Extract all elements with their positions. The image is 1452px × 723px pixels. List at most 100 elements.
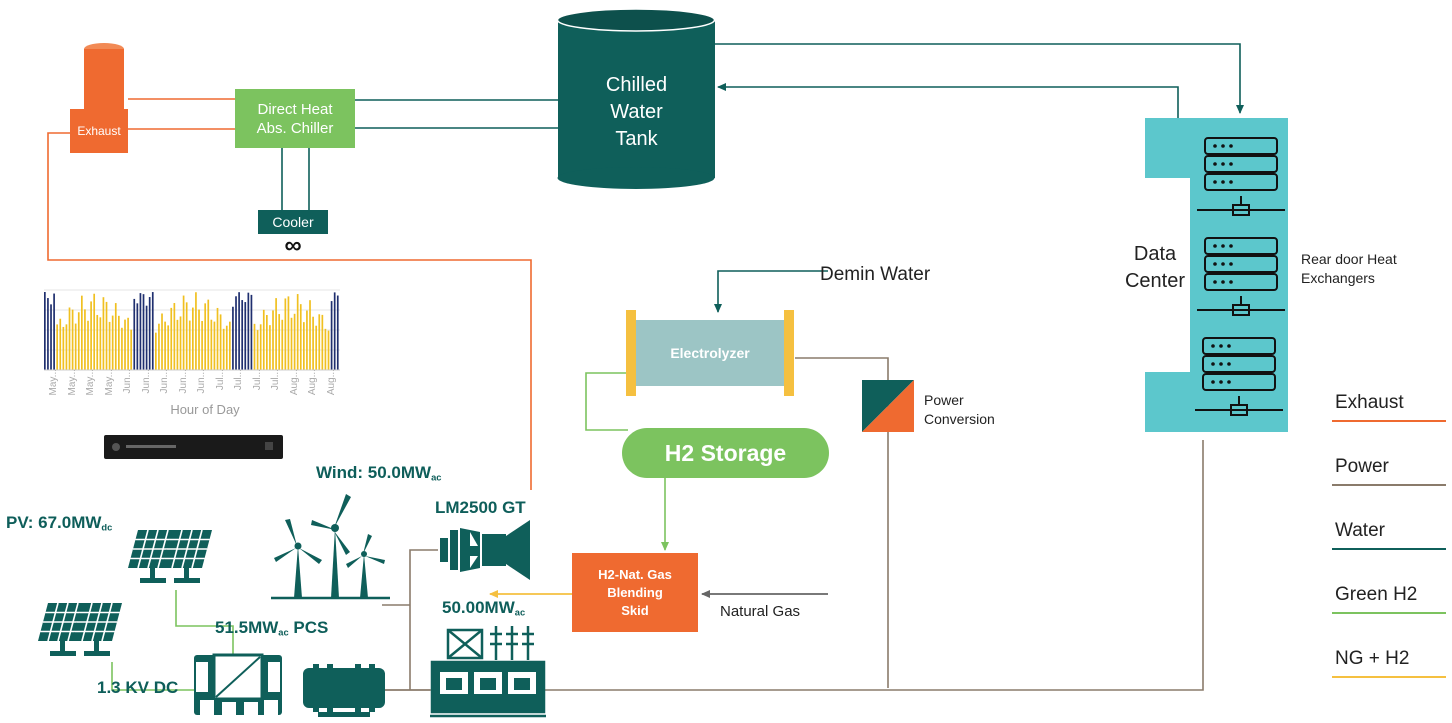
water-lines [281, 43, 1244, 313]
power-conversion-label-line-1: Power [924, 392, 964, 408]
inset-bar [287, 296, 290, 370]
inset-bar [87, 320, 89, 370]
inset-bar [81, 295, 83, 370]
substation-label-main: 50.00MW [442, 598, 515, 617]
inset-bar [56, 324, 59, 370]
inset-bar [327, 330, 330, 370]
inset-bar [179, 316, 182, 370]
inset-bar [235, 296, 237, 370]
cooler-box [258, 210, 328, 234]
h2-storage-box [622, 428, 829, 478]
pv-label: PV: 67.0MWdc [6, 513, 112, 533]
inset-bar [333, 292, 336, 370]
inset-bar [151, 292, 154, 370]
tank-label-line-3: Tank [615, 127, 658, 150]
legend-lines [1332, 420, 1446, 678]
inset-bar [188, 320, 191, 370]
inset-bar [102, 297, 105, 370]
inset-bar [155, 332, 157, 370]
inset-bar [47, 298, 49, 370]
inset-bar [108, 321, 111, 370]
wind-label-sub: ac [431, 472, 442, 483]
pcs-label-main: 51.5MW [215, 618, 279, 637]
inset-bar [90, 301, 92, 370]
blending-skid-label: H2-Nat. Gas Blending Skid [572, 553, 698, 632]
inset-bar [266, 315, 268, 370]
inset-bar [53, 293, 55, 370]
fan-symbol-icon: ∞ [284, 232, 302, 259]
inset-bar [290, 317, 293, 370]
blending-label-line-3: Skid [621, 602, 649, 618]
transformer-icon [303, 664, 385, 717]
demin-water-label: Demin Water [820, 264, 931, 285]
server-racks [1195, 137, 1285, 416]
legend-label: Water [1335, 520, 1385, 541]
inset-bar [216, 307, 219, 370]
inset-bar [124, 319, 126, 370]
inset-bar [281, 319, 284, 370]
inset-bar [303, 322, 305, 370]
inset-bar [50, 304, 52, 370]
inset-bar [176, 319, 179, 370]
inset-bar [121, 327, 123, 370]
inset-bar [142, 294, 145, 370]
inset-bar [225, 325, 228, 370]
inset-bar [253, 323, 256, 370]
inset-bar [62, 326, 65, 370]
inset-bar [99, 317, 102, 370]
power-lines [382, 357, 1204, 691]
inset-bar [238, 292, 240, 370]
inset-bar [74, 323, 77, 370]
power-conversion-label: Power Conversion [924, 391, 995, 429]
data-center-label-line-1: Data [1133, 243, 1177, 265]
server-rack-icon [1197, 237, 1285, 316]
inset-bar [244, 302, 247, 370]
inset-bar [278, 314, 281, 370]
blending-label-line-1: H2-Nat. Gas [598, 566, 672, 582]
inset-bar [195, 292, 197, 370]
inset-bar [259, 324, 262, 370]
exhaust-lines [47, 98, 532, 490]
inset-chart-tick: Aug... [325, 369, 337, 396]
inset-bar [185, 302, 188, 370]
inset-bar [84, 309, 86, 370]
inset-bar [71, 309, 74, 370]
inset-bar [219, 314, 222, 370]
inset-bar [241, 300, 244, 370]
chiller-label-line-1: Direct Heat [257, 100, 333, 118]
pcs-label-tail: PCS [288, 618, 329, 637]
inset-bar [127, 317, 129, 370]
exhaust-stack [70, 43, 128, 153]
inset-bar [118, 315, 120, 370]
legend-label: NG + H2 [1335, 648, 1410, 669]
data-center-label: Data Center [1120, 241, 1190, 295]
inset-bar [306, 310, 308, 370]
substation-icon [430, 626, 546, 718]
wind-turbines-icon [271, 494, 390, 600]
green-h2-lines [111, 372, 669, 691]
inset-bar [232, 306, 234, 370]
inset-bar [77, 312, 80, 370]
inset-bar [167, 325, 170, 370]
inset-bar [59, 318, 62, 370]
inset-bar [293, 313, 296, 370]
pcs-label-sub: ac [278, 627, 289, 638]
inset-bar [299, 304, 302, 370]
inset-bar [198, 309, 200, 370]
tank-label-line-1: Chilled [605, 73, 668, 96]
inset-bar [161, 313, 163, 370]
inset-bar [309, 300, 311, 370]
inset-bar [170, 307, 173, 370]
electrolyzer-label: Electrolyzer [670, 345, 750, 361]
inset-bar [130, 329, 133, 370]
solar-panels-icon [38, 529, 212, 656]
inset-bar [136, 303, 139, 370]
inset-bar [133, 298, 136, 370]
dc-voltage-label: 1.3 KV DC [97, 678, 179, 697]
inset-bar [111, 315, 114, 370]
natural-gas-label: Natural Gas [720, 603, 801, 620]
cooler-label: Cooler [272, 214, 314, 230]
inset-bar [148, 297, 151, 370]
inset-bar [272, 310, 274, 370]
